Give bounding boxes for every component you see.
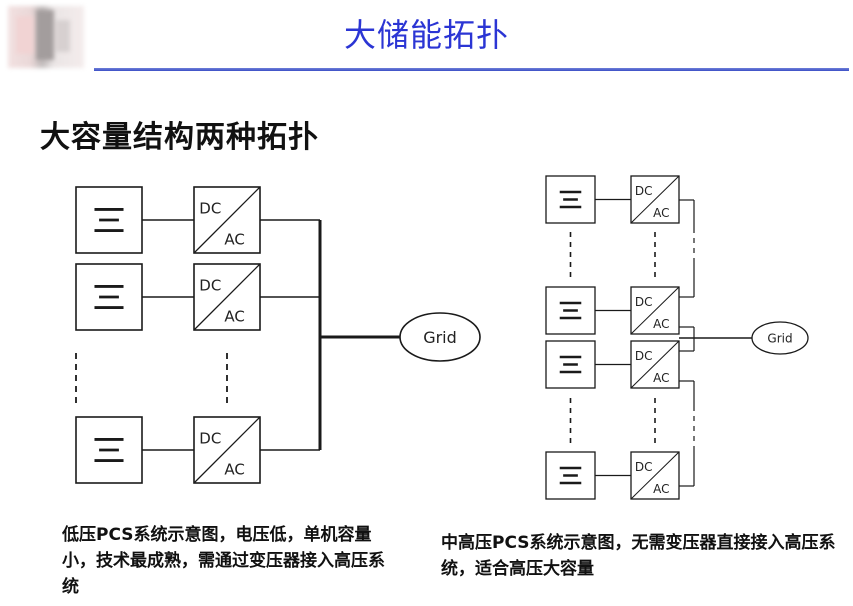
title-divider [94,68,849,71]
converter-dc-label: DC [635,460,653,474]
grid-ellipse [399,312,481,362]
grid-label: Grid [423,328,457,347]
converter-ac-label: AC [224,230,244,248]
converter-diagonal [630,340,680,389]
slide-title: 大储能拓扑 [343,16,509,54]
converter-diagonal [630,451,680,500]
converter-ac-label: AC [653,317,669,331]
converter-diagonal [193,263,261,331]
converter-dc-label: DC [635,184,653,198]
battery-module [545,451,596,500]
battery-module [545,286,596,335]
battery-module [75,416,143,484]
low-voltage-caption: 低压PCS系统示意图，电压低，单机容量小，技术最成熟，需通过变压器接入高压系统 [62,525,385,597]
converter-ac-label: AC [224,307,244,325]
converter-ac-label: AC [653,206,669,220]
converter-diagonal [193,186,261,254]
battery-module [75,186,143,254]
section-heading: 大容量结构两种拓扑 [40,120,319,155]
grid-label: Grid [767,331,792,345]
converter-diagonal [630,286,680,335]
battery-module [545,175,596,224]
converter-dc-label: DC [199,199,221,217]
converter-diagonal [630,175,680,224]
converter-dc-label: DC [199,276,221,294]
converter-dc-label: DC [635,349,653,363]
converter-dc-label: DC [635,295,653,309]
organization-logo [8,6,84,68]
grid-node: Grid [751,321,809,355]
converter-dc-label: DC [199,429,221,447]
grid-ellipse [751,321,809,355]
mid-high-voltage-caption: 中高压PCS系统示意图，无需变压器直接接入高压系统，适合高压大容量 [441,533,836,579]
grid-node: Grid [399,312,481,362]
converter-ac-label: AC [224,460,244,478]
converter-ac-label: AC [653,371,669,385]
converter-diagonal [193,416,261,484]
battery-module [545,340,596,389]
converter-ac-label: AC [653,482,669,496]
battery-module [75,263,143,331]
